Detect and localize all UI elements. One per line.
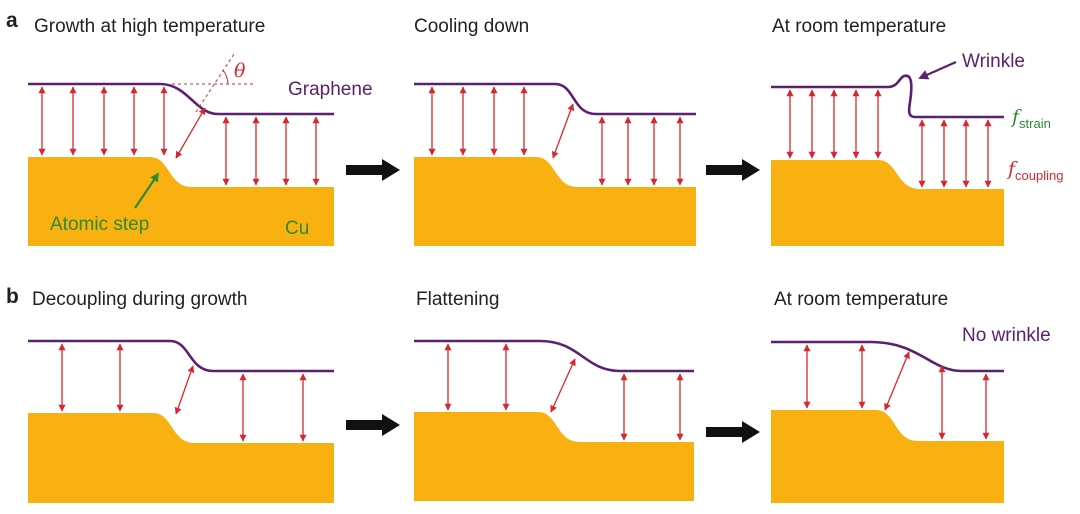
stage-a3-title: At room temperature: [772, 16, 946, 37]
right-arrow-icon: [346, 414, 400, 436]
wrinkle-label: Wrinkle: [962, 51, 1025, 72]
wrinkle-arrow: [918, 60, 957, 80]
stage-b1: Decoupling during growth: [28, 289, 334, 503]
copper-substrate: [771, 410, 1004, 503]
graphene-sheet: [414, 82, 696, 116]
coupling-arrows: [428, 86, 684, 186]
coupling-arrows: [58, 343, 307, 442]
graphene-sheet: [28, 339, 334, 373]
stage-a2-title: Cooling down: [414, 16, 529, 37]
stage-b3-title: At room temperature: [774, 289, 948, 310]
copper-substrate: [28, 413, 334, 503]
panel-b-label: b: [6, 285, 19, 308]
coupling-arrows: [803, 344, 990, 440]
theta-label: θ: [234, 60, 246, 82]
panel-a-label: a: [6, 9, 18, 32]
stage-b1-title: Decoupling during growth: [32, 289, 247, 310]
right-arrow-icon: [706, 421, 760, 443]
stage-b2-title: Flattening: [416, 289, 499, 310]
stage-a2: Cooling down: [414, 16, 696, 246]
panel-b: b Decoupling during growth Flattening: [6, 285, 1051, 503]
graphene-label: Graphene: [288, 79, 373, 100]
cu-label: Cu: [285, 218, 309, 239]
atomic-step-arrow: [134, 172, 160, 209]
graphene-sheet: [414, 339, 694, 373]
graphene-sheet: [28, 82, 334, 116]
copper-substrate: [414, 412, 694, 501]
graphene-sheet: [771, 74, 1004, 119]
stage-b2: Flattening: [414, 289, 694, 501]
graphene-sheet: [771, 340, 1004, 373]
right-arrow-icon: [346, 159, 400, 181]
stage-a3: At room temperature Wrinkle fstrain fcou…: [771, 16, 1063, 246]
coupling-arrows: [444, 343, 684, 441]
copper-substrate: [28, 157, 334, 246]
stage-a1-title: Growth at high temperature: [34, 16, 265, 37]
stage-b3: At room temperature No wrinkle: [771, 289, 1051, 503]
panel-a: a Growth at high temperature: [6, 9, 1063, 246]
copper-substrate: [414, 157, 696, 246]
f-coupling-label: fcoupling: [1006, 158, 1063, 183]
no-wrinkle-label: No wrinkle: [962, 325, 1051, 346]
atomic-step-label: Atomic step: [50, 214, 149, 235]
right-arrow-icon: [706, 159, 760, 181]
coupling-arrows: [786, 89, 992, 188]
f-strain-label: fstrain: [1010, 106, 1051, 131]
angle-theta-marker: [172, 53, 256, 113]
coupling-arrows: [38, 86, 320, 186]
copper-substrate: [771, 160, 1004, 246]
stage-a1: Growth at high temperature θ: [28, 16, 373, 246]
